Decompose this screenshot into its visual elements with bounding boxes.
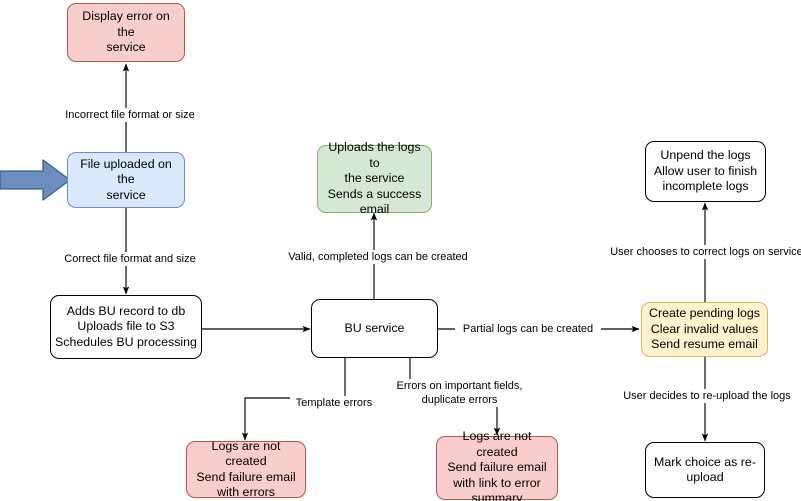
node-file-uploaded[interactable]: File uploaded on the service <box>67 152 185 208</box>
node-mark-choice[interactable]: Mark choice as re- upload <box>645 442 765 498</box>
edge-label-template-errors: Template errors <box>290 396 378 410</box>
edge-label-valid-logs: Valid, completed logs can be created <box>280 250 476 264</box>
edge-label-important-field-errors: Errors on important fields, duplicate er… <box>390 379 529 407</box>
edge-label-partial-logs: Partial logs can be created <box>455 322 601 336</box>
node-unpend-logs[interactable]: Unpend the logs Allow user to finish inc… <box>645 141 766 202</box>
node-adds-bu-record[interactable]: Adds BU record to db Uploads file to S3 … <box>50 295 202 359</box>
node-display-error[interactable]: Display error on the service <box>67 3 185 62</box>
edge-label-correct-file-format: Correct file format and size <box>55 252 205 266</box>
node-logs-not-created-1[interactable]: Logs are not created Send failure email … <box>186 439 306 499</box>
edge-label-user-corrects-logs: User chooses to correct logs on service <box>608 245 801 259</box>
edge-label-user-reupload-logs: User decides to re-upload the logs <box>616 389 798 403</box>
node-bu-service[interactable]: BU service <box>311 299 438 358</box>
node-logs-not-created-2[interactable]: Logs are not created Send failure email … <box>436 429 558 501</box>
entry-block-arrow <box>0 159 71 201</box>
node-create-pending-logs[interactable]: Create pending logs Clear invalid values… <box>641 302 768 357</box>
node-uploads-logs[interactable]: Uploads the logs to the service Sends a … <box>317 140 432 216</box>
edge-label-incorrect-file-format: Incorrect file format or size <box>55 108 205 122</box>
